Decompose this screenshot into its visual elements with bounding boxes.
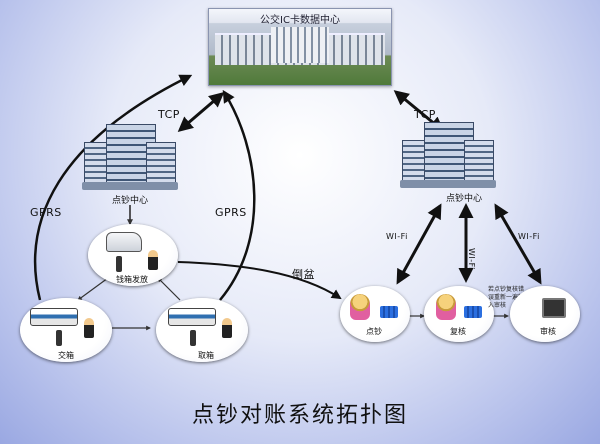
basket-icon bbox=[380, 306, 398, 318]
tcp-left-link bbox=[177, 92, 225, 132]
audit-label: 审核 bbox=[540, 327, 556, 336]
gprs-left-label: GPRS bbox=[30, 206, 62, 219]
van-icon bbox=[106, 232, 142, 252]
gprs-left-link bbox=[33, 74, 193, 301]
wifi-mid-label: WI-Fi bbox=[467, 248, 476, 270]
wifi-left-link bbox=[396, 203, 442, 285]
wifi-right-label: WI-Fi bbox=[518, 232, 540, 241]
pickup-to-dispatch-link bbox=[157, 277, 181, 301]
review-node: 复核 bbox=[424, 286, 494, 342]
pickup-label: 取箱 bbox=[198, 351, 214, 360]
operator-icon bbox=[350, 294, 370, 320]
counting-node: 点钞 bbox=[340, 286, 410, 342]
tcp-left-label: TCP bbox=[158, 108, 180, 121]
counting-label: 点钞 bbox=[366, 327, 382, 336]
bus-icon bbox=[168, 308, 216, 326]
pour-label: 倒盆 bbox=[292, 268, 315, 281]
tcp-right-label: TCP bbox=[414, 108, 436, 121]
person-icon bbox=[222, 318, 232, 338]
review-note: 若点钞复核错误重新一遍输入审核 bbox=[488, 286, 525, 309]
handset-icon bbox=[56, 330, 62, 346]
handover-node: 交箱 bbox=[20, 298, 112, 362]
wifi-right-link bbox=[494, 203, 542, 285]
handset-icon bbox=[190, 330, 196, 346]
bus-icon bbox=[30, 308, 78, 326]
data-center-label: 公交IC卡数据中心 bbox=[260, 15, 340, 26]
diagram-title: 点钞对账系统拓扑图 bbox=[191, 403, 408, 428]
counting-center-left-label: 点钞中心 bbox=[112, 196, 149, 206]
counting-center-right-label: 点钞中心 bbox=[446, 194, 483, 204]
dispatch-node: 钱箱发放 bbox=[88, 224, 178, 286]
person-icon bbox=[148, 250, 158, 270]
basket-icon bbox=[464, 306, 482, 318]
gprs-right-link bbox=[219, 89, 256, 301]
pickup-node: 取箱 bbox=[156, 298, 248, 362]
gprs-right-label: GPRS bbox=[215, 206, 247, 219]
data-center-photo: 公交IC卡数据中心 bbox=[208, 8, 392, 86]
computer-icon bbox=[542, 298, 566, 318]
audit-node: 审核 bbox=[510, 286, 580, 342]
data-center-tower bbox=[271, 27, 329, 63]
handover-label: 交箱 bbox=[58, 351, 74, 360]
person-icon bbox=[84, 318, 94, 338]
handset-icon bbox=[116, 256, 122, 272]
counting-center-left-building bbox=[82, 124, 178, 190]
dispatch-label: 钱箱发放 bbox=[116, 275, 148, 284]
pour-link bbox=[177, 261, 342, 300]
dispatch-to-handover-link bbox=[77, 277, 109, 301]
wifi-left-label: WI-Fi bbox=[386, 232, 408, 241]
review-label: 复核 bbox=[450, 327, 466, 336]
operator-icon bbox=[436, 294, 456, 320]
counting-center-right-building bbox=[400, 122, 496, 188]
